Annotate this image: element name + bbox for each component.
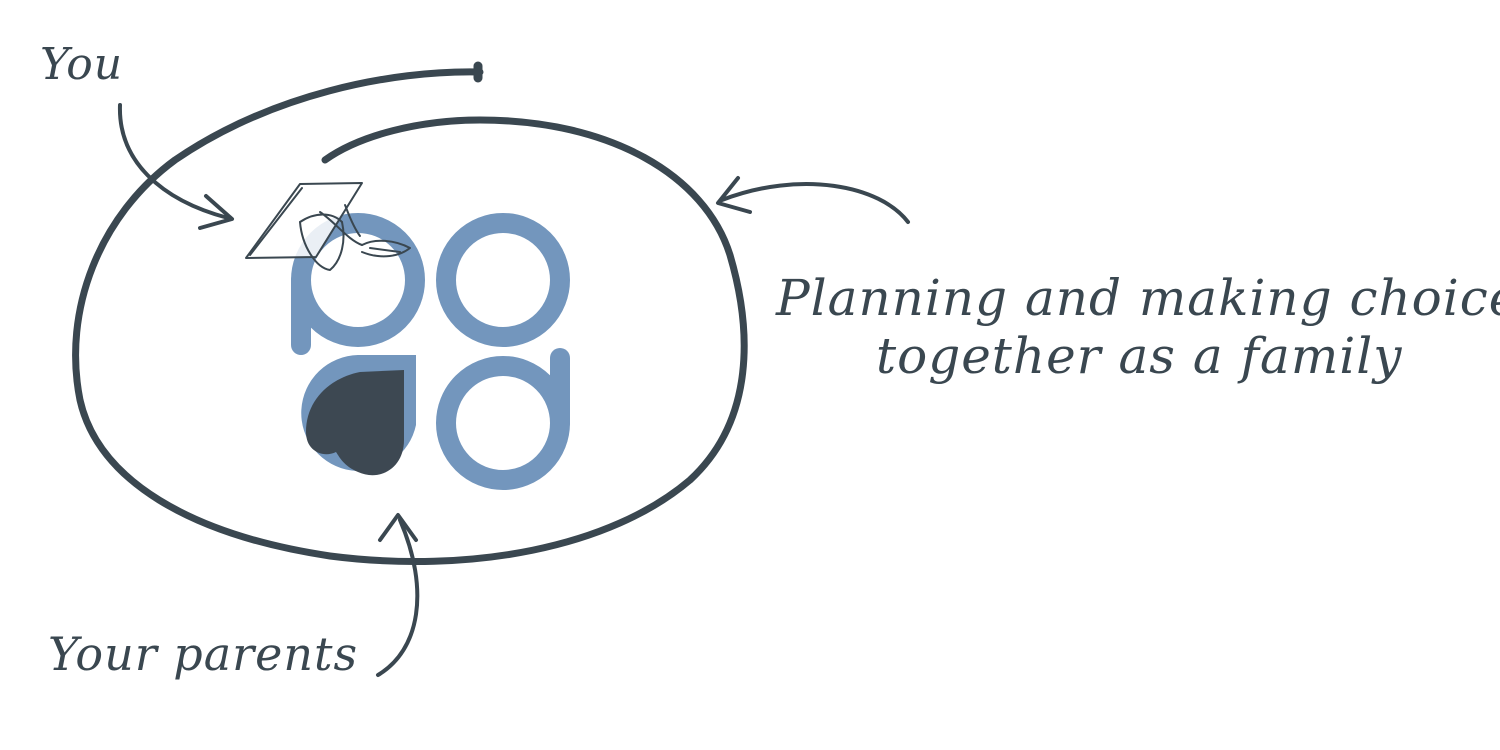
swirl-outer-stroke	[72, 68, 748, 566]
arrow-caption-to-circle	[720, 182, 910, 224]
label-you: You	[40, 39, 124, 90]
caption-line-1: Planning and making choices	[776, 269, 1500, 327]
logo-letter-a-heart	[301, 355, 416, 476]
arrowhead-parents	[378, 513, 418, 542]
arrow-you-to-cap	[117, 103, 230, 220]
caption-line-2: together as a family	[876, 326, 1403, 385]
label-your-parents: Your parents	[48, 627, 359, 681]
caption-text: Planning and making choices together as …	[776, 269, 1500, 385]
logo-letter-p	[291, 213, 425, 355]
arrowhead-you	[198, 194, 234, 230]
graduation-cap-icon	[245, 182, 411, 271]
arrow-parents-to-heart	[376, 518, 420, 677]
arrowhead-caption	[716, 176, 752, 214]
heart-icon	[306, 370, 404, 476]
logo-letter-o	[436, 213, 570, 347]
logo-letter-d	[436, 348, 570, 490]
